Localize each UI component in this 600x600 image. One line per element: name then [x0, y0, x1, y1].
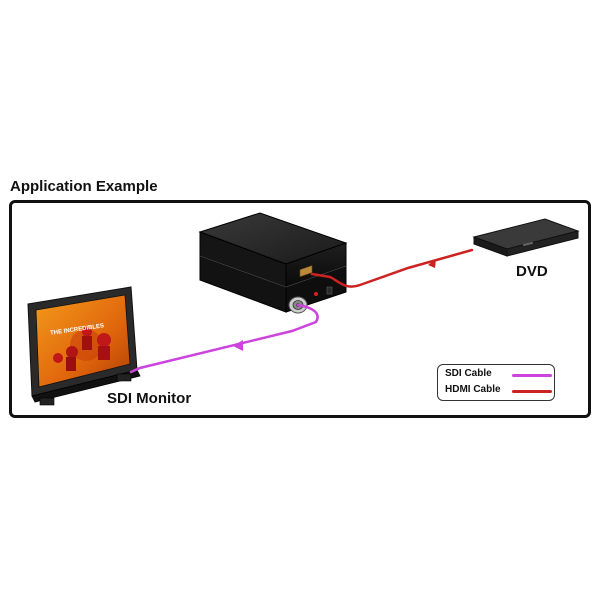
converter-box: [198, 212, 348, 314]
legend-row-sdi: SDI Cable: [445, 368, 552, 382]
legend-row-hdmi: HDMI Cable: [445, 384, 552, 398]
sdi-monitor-label: SDI Monitor: [107, 390, 192, 407]
dvd-player: [472, 218, 580, 257]
sdi-cable: [129, 303, 319, 374]
legend-label-hdmi: HDMI Cable: [445, 384, 501, 395]
legend-swatch-hdmi: [512, 390, 552, 393]
power-switch-icon: [326, 286, 333, 295]
power-led-icon: [314, 292, 318, 296]
dvd-label: DVD: [516, 263, 548, 280]
cable-legend: SDI Cable HDMI Cable: [437, 364, 555, 401]
hdmi-port-icon: [299, 265, 313, 278]
hdmi-cable: [310, 248, 474, 288]
sdi-monitor: [27, 286, 141, 406]
hdmi-direction-arrow-icon: [428, 259, 436, 268]
diagram-title: Application Example: [10, 178, 158, 195]
sdi-direction-arrow-icon: [233, 340, 243, 351]
diagram-frame: [9, 200, 591, 418]
legend-label-sdi: SDI Cable: [445, 368, 492, 379]
legend-swatch-sdi: [512, 374, 552, 377]
